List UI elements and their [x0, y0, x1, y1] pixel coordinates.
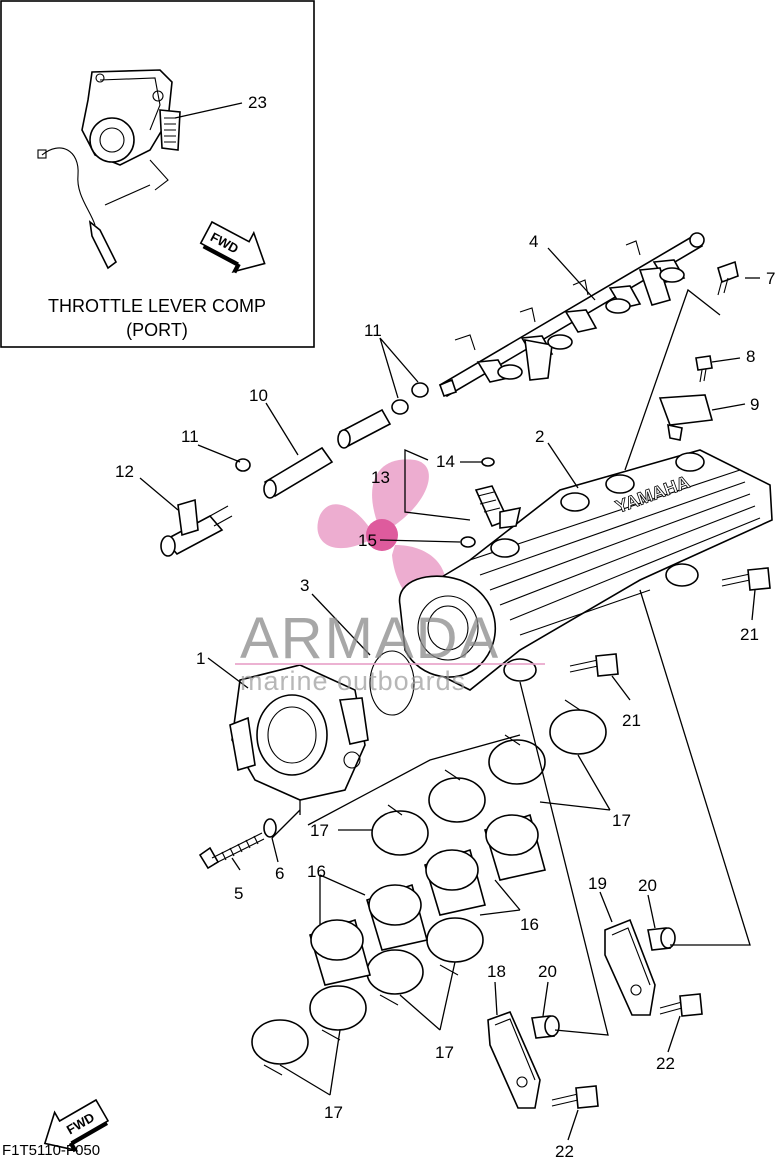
inset-title: THROTTLE LEVER COMP — [48, 296, 266, 316]
o-ring-part — [369, 650, 415, 716]
watermark-tagline: marine outboards — [240, 666, 466, 696]
o-ring-14-part — [481, 457, 495, 467]
callout-14: 14 — [436, 452, 455, 471]
callout-23: 23 — [248, 93, 267, 112]
callout-5: 5 — [234, 884, 243, 903]
callout-11-left: 11 — [181, 427, 199, 446]
sensor-9-part — [658, 394, 714, 441]
callout-16-right: 16 — [520, 915, 539, 934]
callout-21-right: 21 — [740, 625, 759, 644]
bracket-19-part — [604, 918, 656, 1016]
callout-6: 6 — [275, 864, 284, 883]
intake-manifold-part: YAMAHA — [398, 449, 773, 691]
callout-13: 13 — [371, 468, 390, 487]
callout-1: 1 — [196, 649, 205, 668]
throttle-body-part — [229, 664, 369, 801]
grommet-20-part — [531, 927, 676, 1039]
injector-13-part — [474, 485, 522, 529]
callout-17-bottom: 17 — [324, 1103, 343, 1122]
callout-labels: 1 2 3 4 5 6 7 8 9 10 11 11 12 13 14 15 1… — [115, 232, 775, 1157]
callout-19: 19 — [588, 874, 607, 893]
callout-20-top: 20 — [638, 876, 657, 895]
diagram-code: F1T5110-F050 — [2, 1142, 100, 1157]
bolt-22-part — [551, 993, 703, 1109]
callout-17-center: 17 — [435, 1043, 454, 1062]
callout-11-top: 11 — [364, 321, 382, 340]
callout-10: 10 — [249, 386, 268, 405]
seal-15-part — [460, 536, 476, 548]
fwd-arrow-bottom-icon: FWD — [43, 1098, 110, 1153]
callout-4: 4 — [529, 232, 538, 251]
hose-clamp-17-part — [251, 699, 607, 1076]
callout-16-left: 16 — [307, 862, 326, 881]
callout-2: 2 — [535, 427, 544, 446]
watermark-propeller-icon — [317, 459, 446, 607]
screw-8-part — [695, 355, 713, 383]
fwd-arrow-icon: FWD — [199, 220, 266, 274]
fitting-12-part — [160, 498, 233, 557]
callout-8: 8 — [746, 347, 755, 366]
leader-lines — [139, 247, 760, 1141]
bolt-7-part — [717, 260, 739, 296]
bolt-part — [198, 832, 265, 870]
watermark-brand: ARMADA — [240, 606, 500, 671]
hose-10-part — [263, 408, 392, 499]
callout-9: 9 — [750, 395, 759, 414]
callout-22-right: 22 — [656, 1054, 675, 1073]
callout-3: 3 — [300, 576, 309, 595]
intake-joint-16-part — [309, 813, 546, 986]
callout-22-bottom: 22 — [555, 1142, 574, 1157]
bracket-18-part — [487, 1010, 541, 1109]
throttle-lever-comp-part — [37, 69, 181, 270]
callout-18: 18 — [487, 962, 506, 981]
callout-12: 12 — [115, 462, 134, 481]
callout-21-center: 21 — [622, 711, 641, 730]
callout-17-left: 17 — [310, 821, 329, 840]
fuel-rail-part — [438, 232, 705, 398]
inset-throttle-lever: 23 FWD THROTTLE LEVER COMP (PORT) — [0, 0, 315, 348]
callout-20-bottom: 20 — [538, 962, 557, 981]
inset-subtitle: (PORT) — [126, 320, 188, 340]
callout-7: 7 — [766, 269, 775, 288]
callout-17-right: 17 — [612, 811, 631, 830]
washer-part — [263, 818, 277, 838]
bolt-21-part — [569, 567, 771, 677]
callout-15: 15 — [358, 531, 377, 550]
